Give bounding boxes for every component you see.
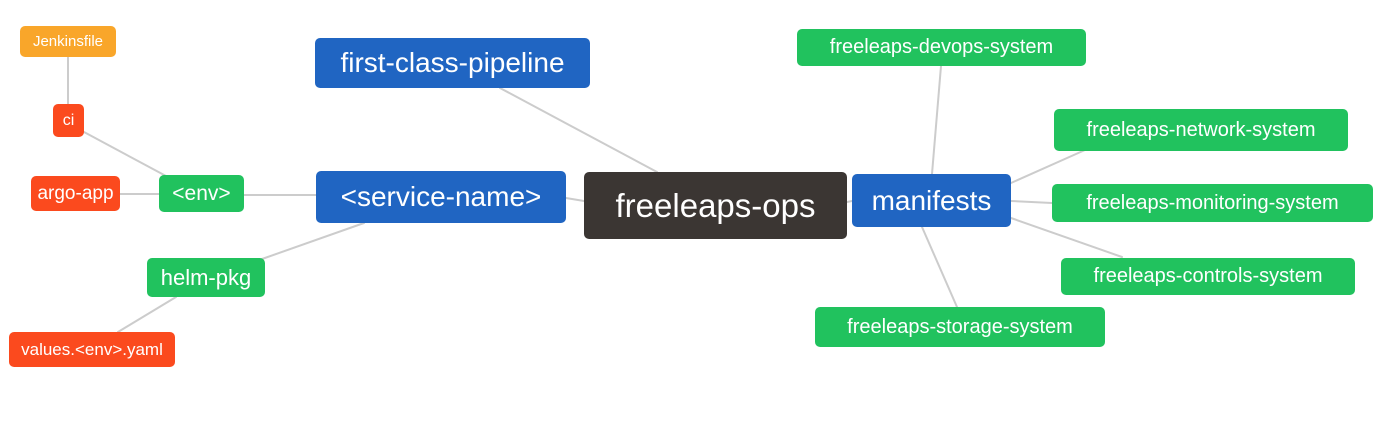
edge-freeleaps-ops-to-manifests — [846, 200, 853, 203]
node-freeleaps-devops-system[interactable]: freeleaps-devops-system — [797, 29, 1086, 66]
edge-first-class-pipeline-to-freeleaps-ops — [499, 87, 658, 173]
node-argo-app[interactable]: argo-app — [31, 176, 120, 211]
edge-values-env-yaml-to-helm-pkg — [117, 296, 177, 333]
node-freeleaps-monitoring-system[interactable]: freeleaps-monitoring-system — [1052, 184, 1373, 222]
node-freeleaps-ops[interactable]: freeleaps-ops — [584, 172, 847, 239]
node-service-name[interactable]: <service-name> — [316, 171, 566, 223]
node-helm-pkg[interactable]: helm-pkg — [147, 258, 265, 297]
node-freeleaps-storage-system[interactable]: freeleaps-storage-system — [815, 307, 1105, 347]
edge-manifests-to-freeleaps-storage-system — [921, 226, 958, 308]
node-values-env-yaml[interactable]: values.<env>.yaml — [9, 332, 175, 367]
node-freeleaps-controls-system[interactable]: freeleaps-controls-system — [1061, 258, 1355, 295]
edge-manifests-to-freeleaps-controls-system — [1010, 217, 1123, 258]
node-env[interactable]: <env> — [159, 175, 244, 212]
edge-helm-pkg-to-service-name — [261, 222, 365, 260]
edge-manifests-to-freeleaps-devops-system — [931, 65, 942, 175]
node-ci[interactable]: ci — [53, 104, 84, 137]
edge-service-name-to-freeleaps-ops — [565, 197, 585, 202]
node-first-class-pipeline[interactable]: first-class-pipeline — [315, 38, 590, 88]
node-jenkinsfile[interactable]: Jenkinsfile — [20, 26, 116, 57]
edge-manifests-to-freeleaps-monitoring-system — [1010, 200, 1053, 204]
edge-ci-to-env — [83, 131, 167, 177]
node-manifests[interactable]: manifests — [852, 174, 1011, 227]
edge-manifests-to-freeleaps-network-system — [1010, 149, 1086, 184]
node-freeleaps-network-system[interactable]: freeleaps-network-system — [1054, 109, 1348, 151]
